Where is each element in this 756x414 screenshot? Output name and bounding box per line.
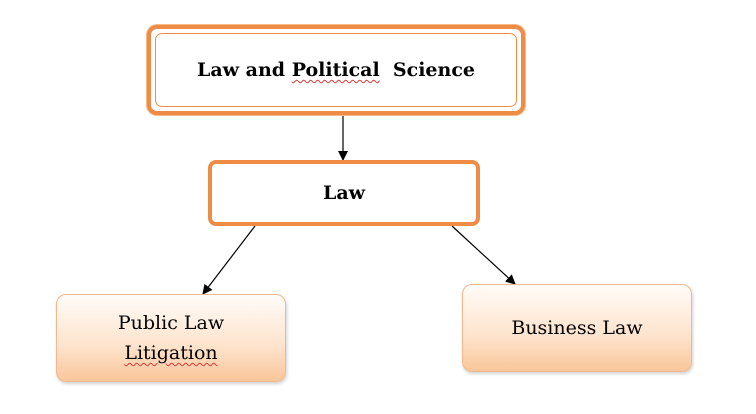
node-label-law: Law — [322, 182, 366, 204]
label-word-spellcheck: Political — [291, 59, 380, 81]
label-line: Litigation — [118, 338, 224, 368]
node-label-law-and-political-science: Law and Political Science — [197, 59, 475, 81]
label-word: Law — [197, 59, 240, 81]
label-line: Public Law — [117, 312, 225, 334]
node-label-public-law-litigation: Public Law Litigation — [118, 308, 224, 368]
label-word: and — [245, 59, 286, 81]
node-label-business-law: Business Law — [511, 317, 643, 339]
node-inner-border — [155, 33, 517, 107]
node-law: Law — [208, 160, 480, 226]
arrow-law-to-public-law — [202, 225, 256, 295]
arrow-law-to-business-law — [451, 225, 516, 285]
node-business-law: Business Law — [462, 284, 692, 372]
node-public-law-litigation: Public Law Litigation — [56, 294, 286, 382]
node-law-and-political-science: Law and Political Science — [147, 25, 525, 115]
label-word-spellcheck: Litigation — [124, 342, 218, 364]
label-word: Science — [392, 59, 475, 81]
